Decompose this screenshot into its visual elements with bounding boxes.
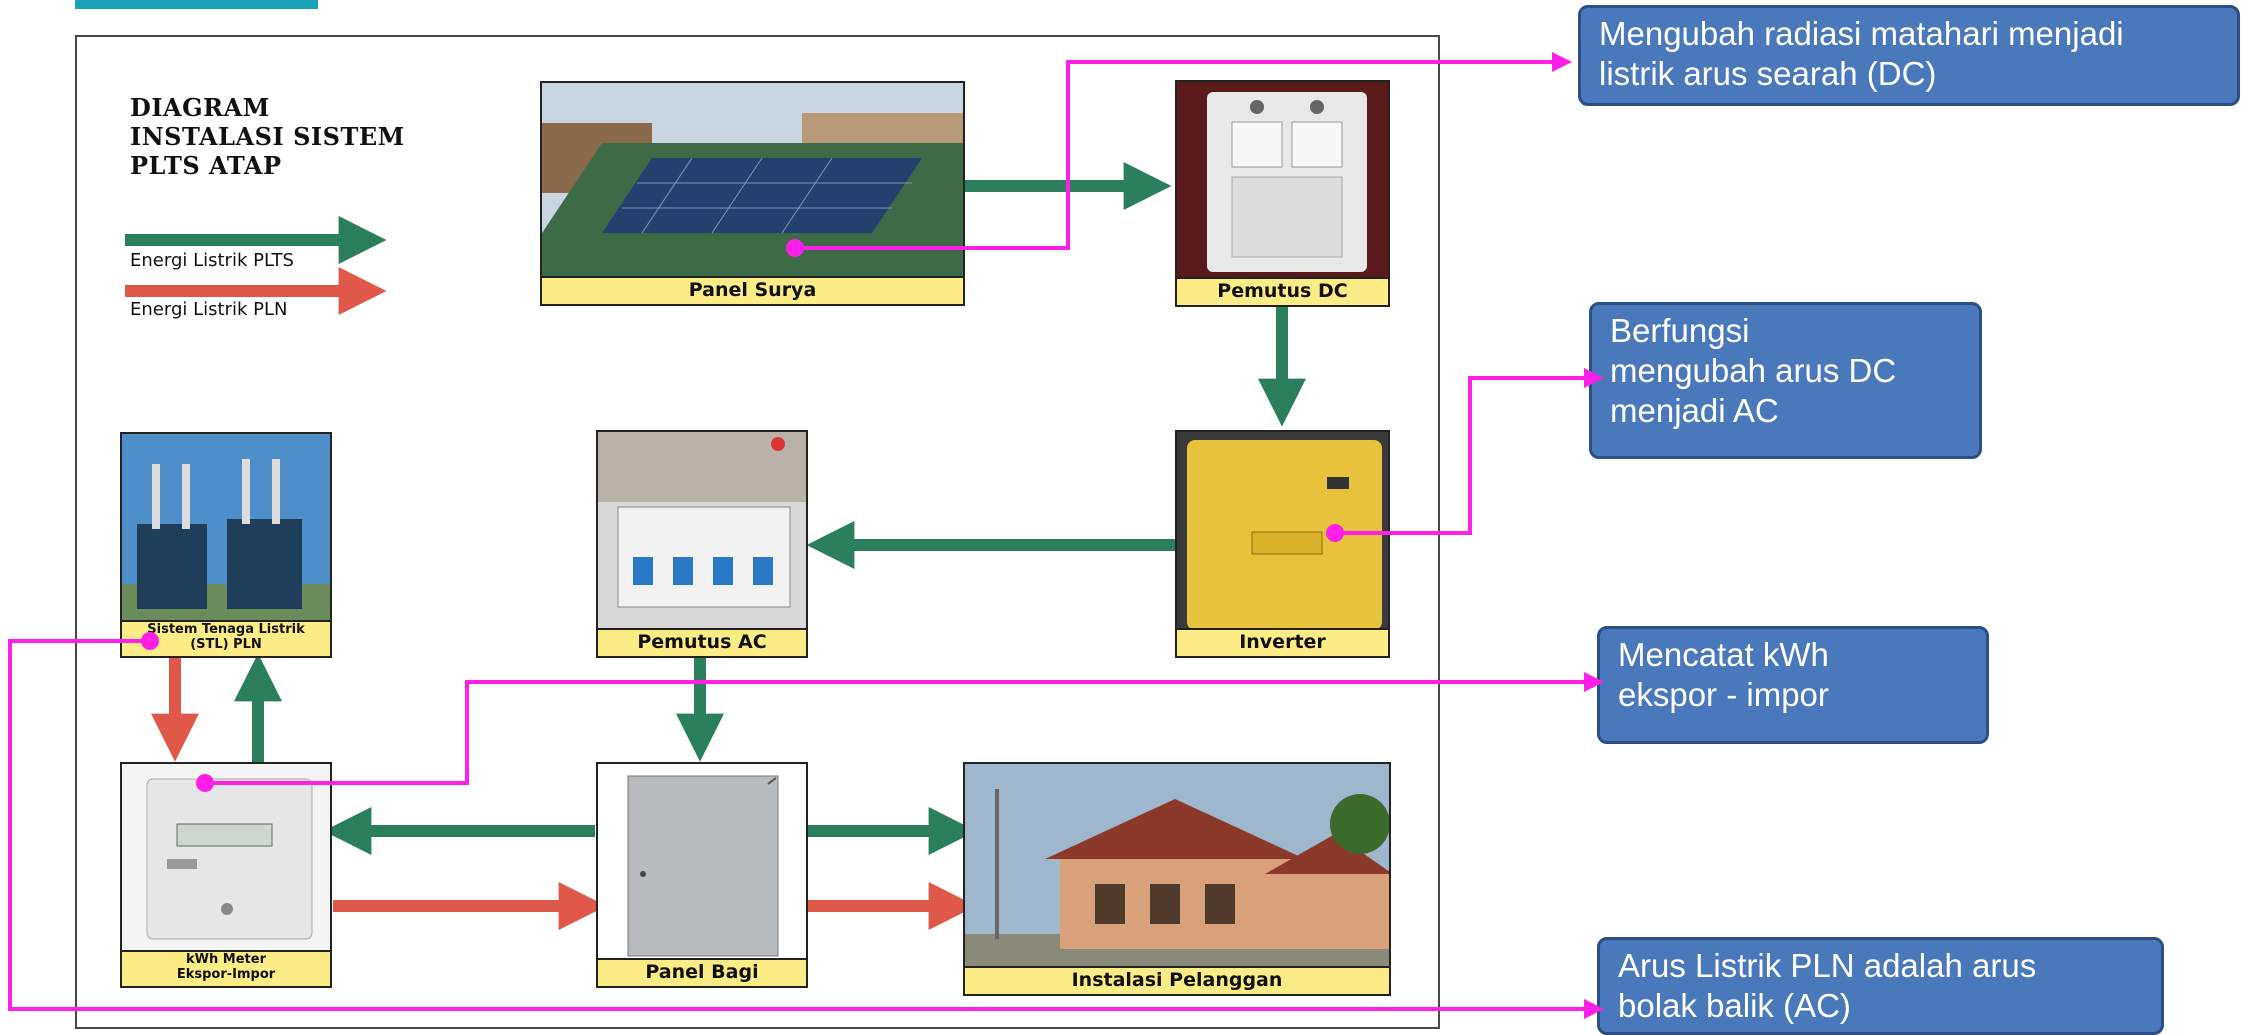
title-line-1: DIAGRAM [130,93,270,122]
callout-inverter: Berfungsi mengubah arus DC menjadi AC [1589,302,1982,459]
ac-breaker-image [598,432,806,656]
callout-kwh-meter-text: Mencatat kWh ekspor - impor [1618,636,1829,713]
pemutus-dc-box: Pemutus DC [1175,80,1390,307]
panel-surya-label: Panel Surya [542,276,963,304]
panel-bagi-box: Panel Bagi [596,762,808,988]
legend-pln-label: Energi Listrik PLN [130,299,288,320]
callout-pln: Arus Listrik PLN adalah arus bolak balik… [1597,937,2164,1035]
panel-surya-box: Panel Surya [540,81,965,306]
diagram-title: DIAGRAM INSTALASI SISTEM PLTS ATAP [130,93,405,180]
pemutus-ac-label: Pemutus AC [598,628,806,656]
accent-bar [75,0,318,9]
callout-pln-text: Arus Listrik PLN adalah arus bolak balik… [1618,947,2037,1024]
panel-bagi-label: Panel Bagi [598,958,806,986]
kwh-meter-box: kWh Meter Ekspor-Impor [120,762,332,988]
inverter-label: Inverter [1177,628,1388,656]
title-line-2: INSTALASI SISTEM [130,122,405,151]
stl-pln-label: Sistem Tenaga Listrik (STL) PLN [122,620,330,656]
callout-panel-surya-text: Mengubah radiasi matahari menjadi listri… [1599,15,2124,92]
instalasi-label: Instalasi Pelanggan [965,966,1389,994]
house-image [965,764,1389,994]
inverter-box: Inverter [1175,430,1390,658]
dc-breaker-image [1177,82,1388,305]
legend-plts-label: Energi Listrik PLTS [130,250,294,271]
pemutus-ac-box: Pemutus AC [596,430,808,658]
pemutus-dc-label: Pemutus DC [1177,277,1388,305]
stl-pln-box: Sistem Tenaga Listrik (STL) PLN [120,432,332,658]
title-line-3: PLTS ATAP [130,151,282,180]
callout-kwh-meter: Mencatat kWh ekspor - impor [1597,626,1989,744]
instalasi-box: Instalasi Pelanggan [963,762,1391,996]
distribution-panel-image [598,764,806,986]
transformer-image [122,434,330,656]
solar-panel-image [542,83,963,304]
inverter-image [1177,432,1388,656]
callout-inverter-text: Berfungsi mengubah arus DC menjadi AC [1610,312,1897,429]
callout-panel-surya: Mengubah radiasi matahari menjadi listri… [1578,5,2240,106]
kwh-meter-label: kWh Meter Ekspor-Impor [122,950,330,986]
